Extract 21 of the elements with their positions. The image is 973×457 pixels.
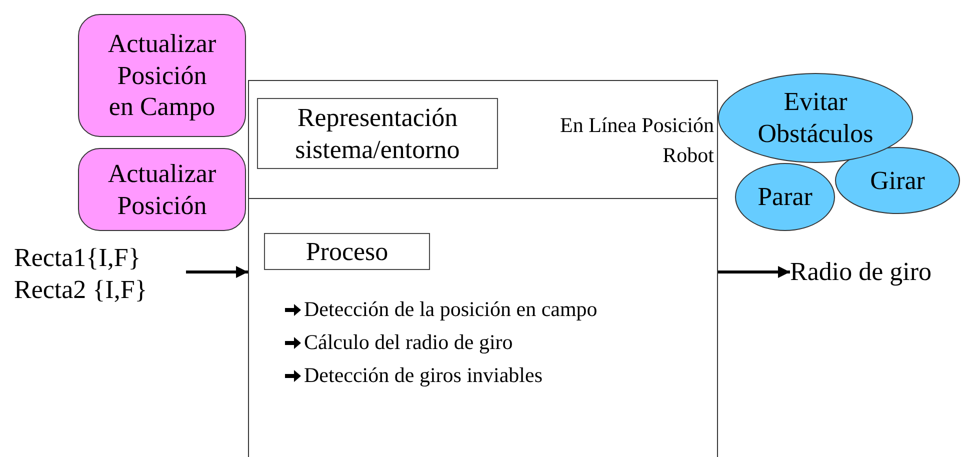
node-label: Evitar Obstáculos — [756, 86, 874, 150]
node-label: Girar — [869, 164, 926, 196]
arrow — [718, 266, 790, 278]
bullet-text: Cálculo del radio de giro — [304, 330, 513, 355]
bullet-text: Detección de giros inviables — [304, 363, 543, 388]
node-label: Radio de giro — [790, 256, 933, 288]
process-box — [78, 14, 246, 137]
process-box — [257, 98, 498, 169]
node-label: Actualizar Posición en Campo — [106, 28, 218, 124]
node-label: Representación sistema/entorno — [294, 102, 461, 166]
process-box — [78, 148, 246, 231]
arrow — [186, 266, 248, 278]
module-panel — [248, 80, 718, 199]
module-panel — [248, 198, 718, 457]
process-box — [264, 233, 430, 270]
bullet-text: Detección de la posición en campo — [304, 297, 598, 322]
module-label: En Línea Posición Robot — [559, 112, 714, 170]
node-label: Actualizar Posición — [106, 158, 218, 222]
node-label: Proceso — [304, 236, 390, 268]
node-label: Parar — [756, 181, 814, 213]
node-label: Recta1{I,F} Recta2 {I,F} — [14, 242, 148, 306]
